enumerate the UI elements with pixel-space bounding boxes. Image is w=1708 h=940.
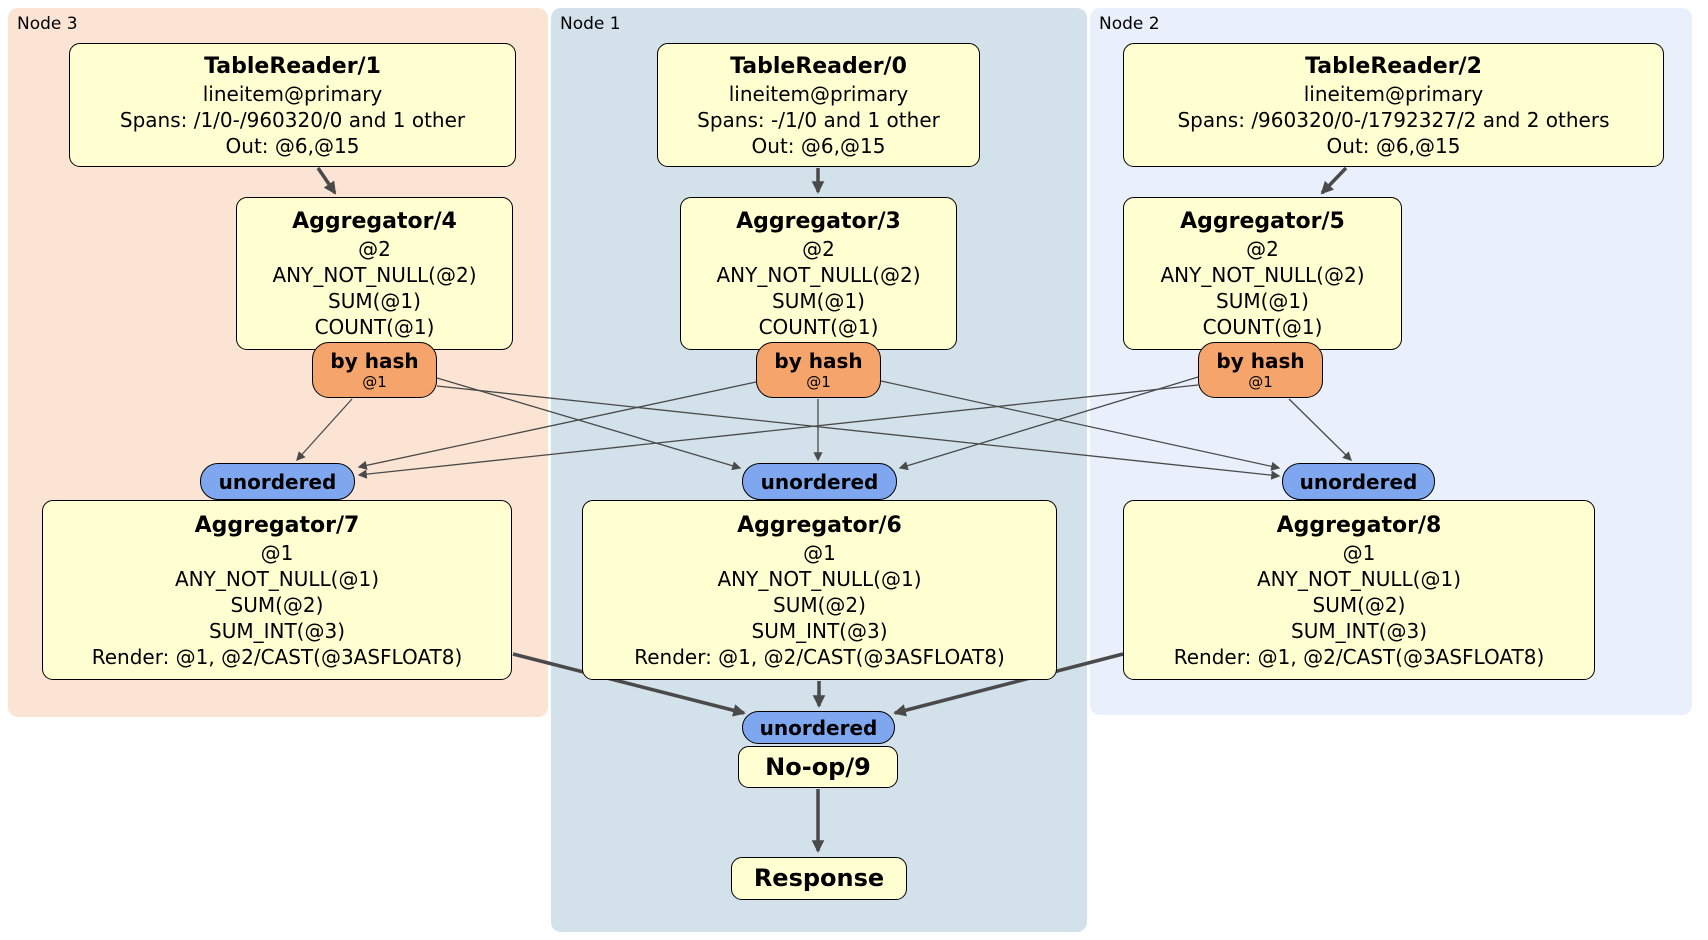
router-label: by hash (330, 349, 419, 373)
processor-detail: Render: @1, @2/CAST(@3ASFLOAT8) (1173, 644, 1545, 669)
processor-detail: Spans: /960320/0-/1792327/2 and 2 others (1177, 107, 1610, 132)
processor-detail: ANY_NOT_NULL(@2) (1160, 263, 1365, 287)
processor-detail: @2 (1246, 237, 1279, 261)
router-key: @1 (1248, 373, 1273, 391)
processor-detail: SUM_INT(@3) (1291, 618, 1427, 643)
processor-response: Response (731, 857, 907, 900)
processor-noop-9: No-op/9 (738, 746, 898, 788)
processor-detail: lineitem@primary (1303, 81, 1484, 106)
synchronizer-unordered-middle: unordered (742, 463, 897, 500)
edge-byhash5-unordered7 (357, 384, 1199, 479)
processor-title: Aggregator/6 (737, 512, 902, 538)
edge-byhash3-unordered8 (880, 380, 1281, 471)
processor-title: TableReader/1 (204, 53, 381, 79)
processor-detail: lineitem@primary (728, 81, 909, 106)
processor-title: Aggregator/4 (292, 209, 457, 234)
processor-detail: Out: @6,@15 (225, 133, 360, 158)
node-group-label: Node 1 (560, 14, 621, 34)
processor-detail: COUNT(@1) (758, 315, 879, 339)
processor-detail: Spans: -/1/0 and 1 other (697, 107, 940, 132)
processor-detail: COUNT(@1) (314, 315, 435, 339)
synchronizer-unordered-final: unordered (742, 711, 895, 744)
router-by-hash-5: by hash @1 (1198, 342, 1323, 398)
router-label: by hash (1216, 349, 1305, 373)
processor-detail: @1 (1342, 540, 1376, 565)
edge-byhash3-unordered7 (357, 381, 757, 470)
processor-aggregator-3: Aggregator/3 @2 ANY_NOT_NULL(@2) SUM(@1)… (680, 197, 957, 350)
edge-byhash4-unordered6 (436, 377, 742, 471)
edge-tr1-agg4 (316, 167, 337, 195)
edge-byhash5-unordered6 (898, 376, 1199, 471)
processor-tablereader-1: TableReader/1 lineitem@primary Spans: /1… (69, 43, 516, 167)
processor-detail: SUM(@1) (772, 289, 865, 313)
edge-byhash4-unordered7 (296, 398, 353, 462)
processor-aggregator-5: Aggregator/5 @2 ANY_NOT_NULL(@2) SUM(@1)… (1123, 197, 1402, 350)
router-label: by hash (774, 349, 863, 373)
processor-detail: SUM(@2) (230, 592, 324, 617)
processor-title: TableReader/2 (1305, 53, 1482, 79)
processor-detail: SUM_INT(@3) (751, 618, 888, 643)
processor-detail: ANY_NOT_NULL(@1) (1257, 566, 1461, 591)
router-key: @1 (362, 373, 387, 391)
processor-tablereader-2: TableReader/2 lineitem@primary Spans: /9… (1123, 43, 1664, 167)
processor-detail: @1 (803, 540, 836, 565)
edge-agg7-unordered9 (512, 652, 746, 717)
processor-tablereader-0: TableReader/0 lineitem@primary Spans: -/… (657, 43, 980, 167)
processor-title: Aggregator/8 (1276, 512, 1442, 538)
edge-agg8-unordered9 (893, 652, 1124, 717)
processor-title: Response (753, 864, 885, 892)
processor-title: TableReader/0 (730, 53, 907, 79)
node-group-label: Node 2 (1099, 14, 1160, 34)
edge-byhash5-unordered8 (1288, 398, 1352, 461)
processor-detail: ANY_NOT_NULL(@1) (717, 566, 922, 591)
processor-detail: @2 (802, 237, 835, 261)
processor-detail: @1 (260, 540, 294, 565)
edge-byhash4-unordered8 (436, 385, 1281, 480)
processor-detail: @2 (358, 237, 391, 261)
processor-detail: ANY_NOT_NULL(@1) (175, 566, 379, 591)
processor-detail: ANY_NOT_NULL(@2) (716, 263, 921, 287)
processor-aggregator-4: Aggregator/4 @2 ANY_NOT_NULL(@2) SUM(@1)… (236, 197, 513, 350)
processor-detail: Out: @6,@15 (751, 133, 886, 158)
synchronizer-unordered-right: unordered (1282, 463, 1435, 500)
processor-detail: SUM(@1) (1216, 289, 1309, 313)
processor-detail: SUM_INT(@3) (209, 618, 345, 643)
node-group-label: Node 3 (17, 14, 78, 34)
processor-aggregator-8: Aggregator/8 @1 ANY_NOT_NULL(@1) SUM(@2)… (1123, 500, 1595, 680)
processor-detail: SUM(@1) (328, 289, 421, 313)
router-by-hash-3: by hash @1 (756, 342, 881, 398)
processor-title: Aggregator/7 (194, 512, 360, 538)
processor-detail: Render: @1, @2/CAST(@3ASFLOAT8) (634, 644, 1005, 669)
processor-detail: Spans: /1/0-/960320/0 and 1 other (119, 107, 466, 132)
processor-detail: SUM(@2) (1312, 592, 1406, 617)
processor-aggregator-7: Aggregator/7 @1 ANY_NOT_NULL(@1) SUM(@2)… (42, 500, 512, 680)
processor-detail: ANY_NOT_NULL(@2) (272, 263, 477, 287)
processor-detail: lineitem@primary (202, 81, 383, 106)
router-key: @1 (806, 373, 831, 391)
synchronizer-unordered-left: unordered (200, 463, 355, 500)
processor-detail: COUNT(@1) (1202, 315, 1323, 339)
processor-detail: SUM(@2) (773, 592, 866, 617)
processor-title: Aggregator/3 (736, 209, 901, 234)
processor-detail: Out: @6,@15 (1326, 133, 1461, 158)
processor-title: Aggregator/5 (1180, 209, 1345, 234)
edge-tr2-agg5 (1320, 166, 1348, 195)
processor-aggregator-6: Aggregator/6 @1 ANY_NOT_NULL(@1) SUM(@2)… (582, 500, 1057, 680)
processor-title: No-op/9 (765, 752, 871, 781)
processor-detail: Render: @1, @2/CAST(@3ASFLOAT8) (91, 644, 463, 669)
router-by-hash-4: by hash @1 (312, 342, 437, 398)
